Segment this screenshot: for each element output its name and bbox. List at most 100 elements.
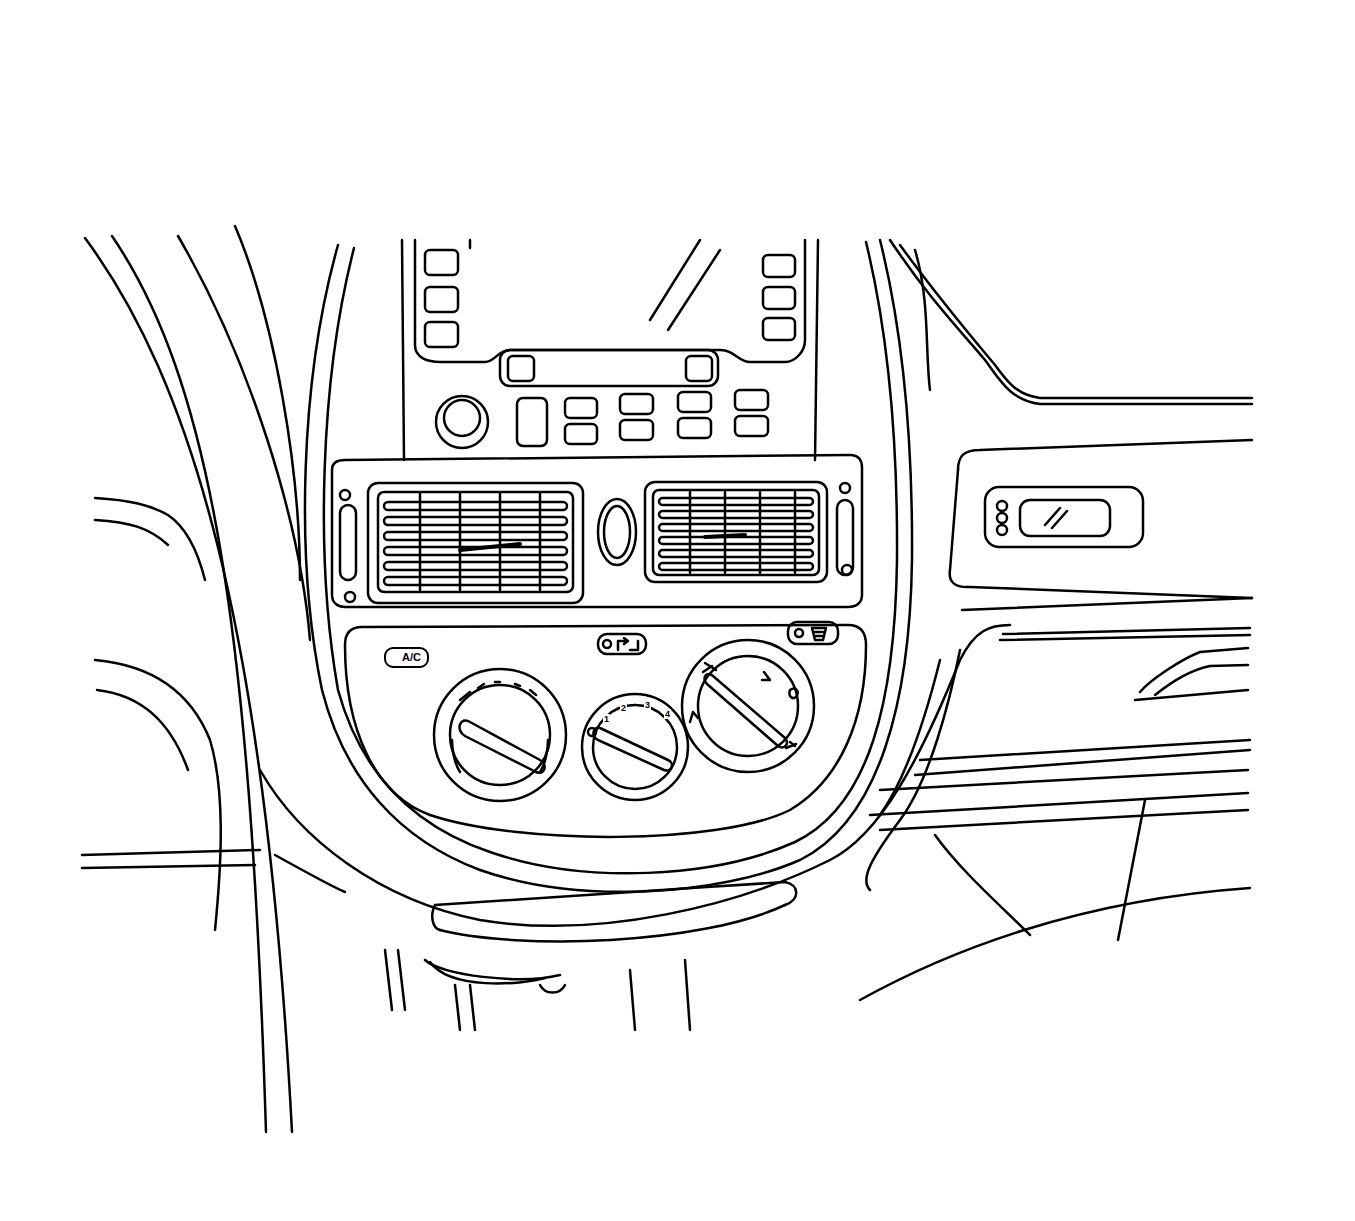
passenger-dashboard-part: [870, 793, 1248, 815]
center-console-bezel-part: [470, 985, 475, 1030]
passenger-dashboard-part: [950, 470, 1252, 598]
center-console-bezel-part: [430, 962, 545, 983]
center-console-bezel-part: [435, 882, 796, 905]
radio-unit-part: [402, 240, 404, 460]
steering-wheel-part: [82, 850, 260, 855]
button-label-box: A/C: [384, 647, 429, 668]
center-vent-panel-part-part: [724, 492, 727, 573]
radio-unit-part: [650, 240, 700, 320]
passenger-dashboard-part: [1118, 800, 1145, 940]
climate-panel: [345, 622, 866, 837]
radio-unit-part: [678, 392, 711, 412]
passenger-dashboard-part: [997, 501, 1007, 511]
center-vent-panel-part: [645, 482, 827, 582]
dial-number: 4: [664, 709, 671, 719]
dial-number: 3: [644, 700, 651, 710]
center-console-bezel-part: [540, 985, 565, 993]
center-vent-panel-part-part: [659, 537, 813, 544]
passenger-dashboard: [860, 240, 1252, 1000]
passenger-dashboard-part: [1045, 508, 1067, 528]
center-vent-panel-part-part: [659, 511, 813, 518]
radio-unit-part: [517, 398, 547, 446]
radio-unit: [402, 240, 818, 460]
passenger-dashboard-part: [880, 770, 1248, 790]
climate-panel-part: [786, 742, 796, 748]
radio-unit-part: [668, 250, 720, 330]
passenger-dashboard-part: [1000, 635, 1250, 640]
center-console-bezel-part: [455, 985, 460, 1030]
center-vent-panel-part-part: [419, 494, 422, 590]
passenger-dashboard-part: [958, 440, 1252, 470]
center-console-bezel-part: [305, 240, 912, 892]
climate-panel-part: [762, 672, 770, 680]
passenger-dashboard-part: [915, 750, 1250, 775]
center-vent-panel-part: [340, 490, 350, 500]
center-vent-panel-part-part: [705, 535, 745, 537]
climate-panel-part: [682, 640, 814, 772]
radio-unit-part: [565, 424, 597, 444]
center-vent-panel-part: [368, 483, 583, 603]
climate-panel-part: [698, 656, 798, 756]
steering-wheel-part: [95, 660, 221, 930]
center-console-bezel-part: [275, 855, 345, 892]
radio-unit-part: [425, 250, 458, 275]
center-vent-panel-part-part: [459, 494, 462, 590]
center-vent-panel-part: [653, 490, 819, 575]
center-vent-panel-part: [842, 565, 852, 575]
climate-panel-part: [705, 674, 787, 747]
climate-panel-part: [598, 634, 646, 654]
passenger-dashboard-part: [880, 660, 940, 815]
button-text: A/C: [402, 651, 421, 663]
passenger-dashboard-part: [962, 598, 1252, 610]
center-console-bezel-part: [685, 960, 690, 1030]
dial-number: 1: [603, 714, 610, 724]
center-vent-panel-part-part: [659, 550, 813, 557]
center-vent-panel: [332, 455, 862, 607]
center-vent-panel-part-part: [539, 494, 542, 590]
radio-unit-part: [425, 287, 458, 312]
climate-panel-part: [603, 640, 611, 648]
radio-unit-part: [565, 398, 597, 418]
center-vent-panel-part: [598, 499, 636, 565]
passenger-dashboard-part: [880, 810, 1248, 830]
passenger-dashboard-part: [890, 240, 1252, 404]
steering-wheel-part: [82, 865, 255, 868]
center-console-bezel-part: [440, 905, 785, 941]
climate-panel-part: [618, 638, 638, 650]
climate-panel-part: [582, 694, 688, 800]
radio-unit-part: [500, 350, 718, 386]
radio-unit-part: [444, 400, 480, 436]
center-vent-panel-part: [384, 492, 813, 590]
radio-unit-part: [469, 240, 472, 248]
center-vent-panel-part: [332, 455, 862, 607]
center-vent-panel-part-part: [499, 494, 502, 590]
center-console-bezel-part: [398, 950, 405, 1010]
steering-wheel-part: [235, 226, 300, 580]
climate-panel-part: [593, 705, 677, 789]
radio-unit-part: [425, 322, 458, 347]
passenger-dashboard-part: [920, 740, 1250, 760]
radio-unit-part: [678, 418, 711, 438]
passenger-dashboard-part: [997, 525, 1007, 535]
center-vent-panel-part: [604, 506, 630, 558]
center-console-bezel-part: [385, 950, 392, 1010]
center-console-bezel: [260, 240, 1010, 1030]
climate-panel-part: [434, 669, 566, 801]
passenger-dashboard-part: [935, 835, 1030, 935]
climate-panel-part: [460, 682, 536, 700]
radio-unit-part: [436, 396, 488, 448]
center-vent-panel-part-part: [659, 524, 813, 531]
center-console-bezel-part: [425, 960, 560, 979]
steering-wheel-part: [95, 498, 205, 580]
center-vent-panel-part: [378, 492, 573, 592]
passenger-dashboard-part: [915, 250, 930, 390]
dial-number: 2: [620, 703, 627, 713]
climate-panel-part: [690, 712, 698, 722]
climate-panel-part: [594, 727, 672, 770]
center-vent-panel-part-part: [689, 492, 692, 573]
passenger-dashboard-part: [860, 888, 1250, 1000]
steering-wheel-part: [95, 520, 168, 545]
radio-unit-part: [815, 240, 818, 460]
steering-wheel-part: [97, 690, 188, 770]
